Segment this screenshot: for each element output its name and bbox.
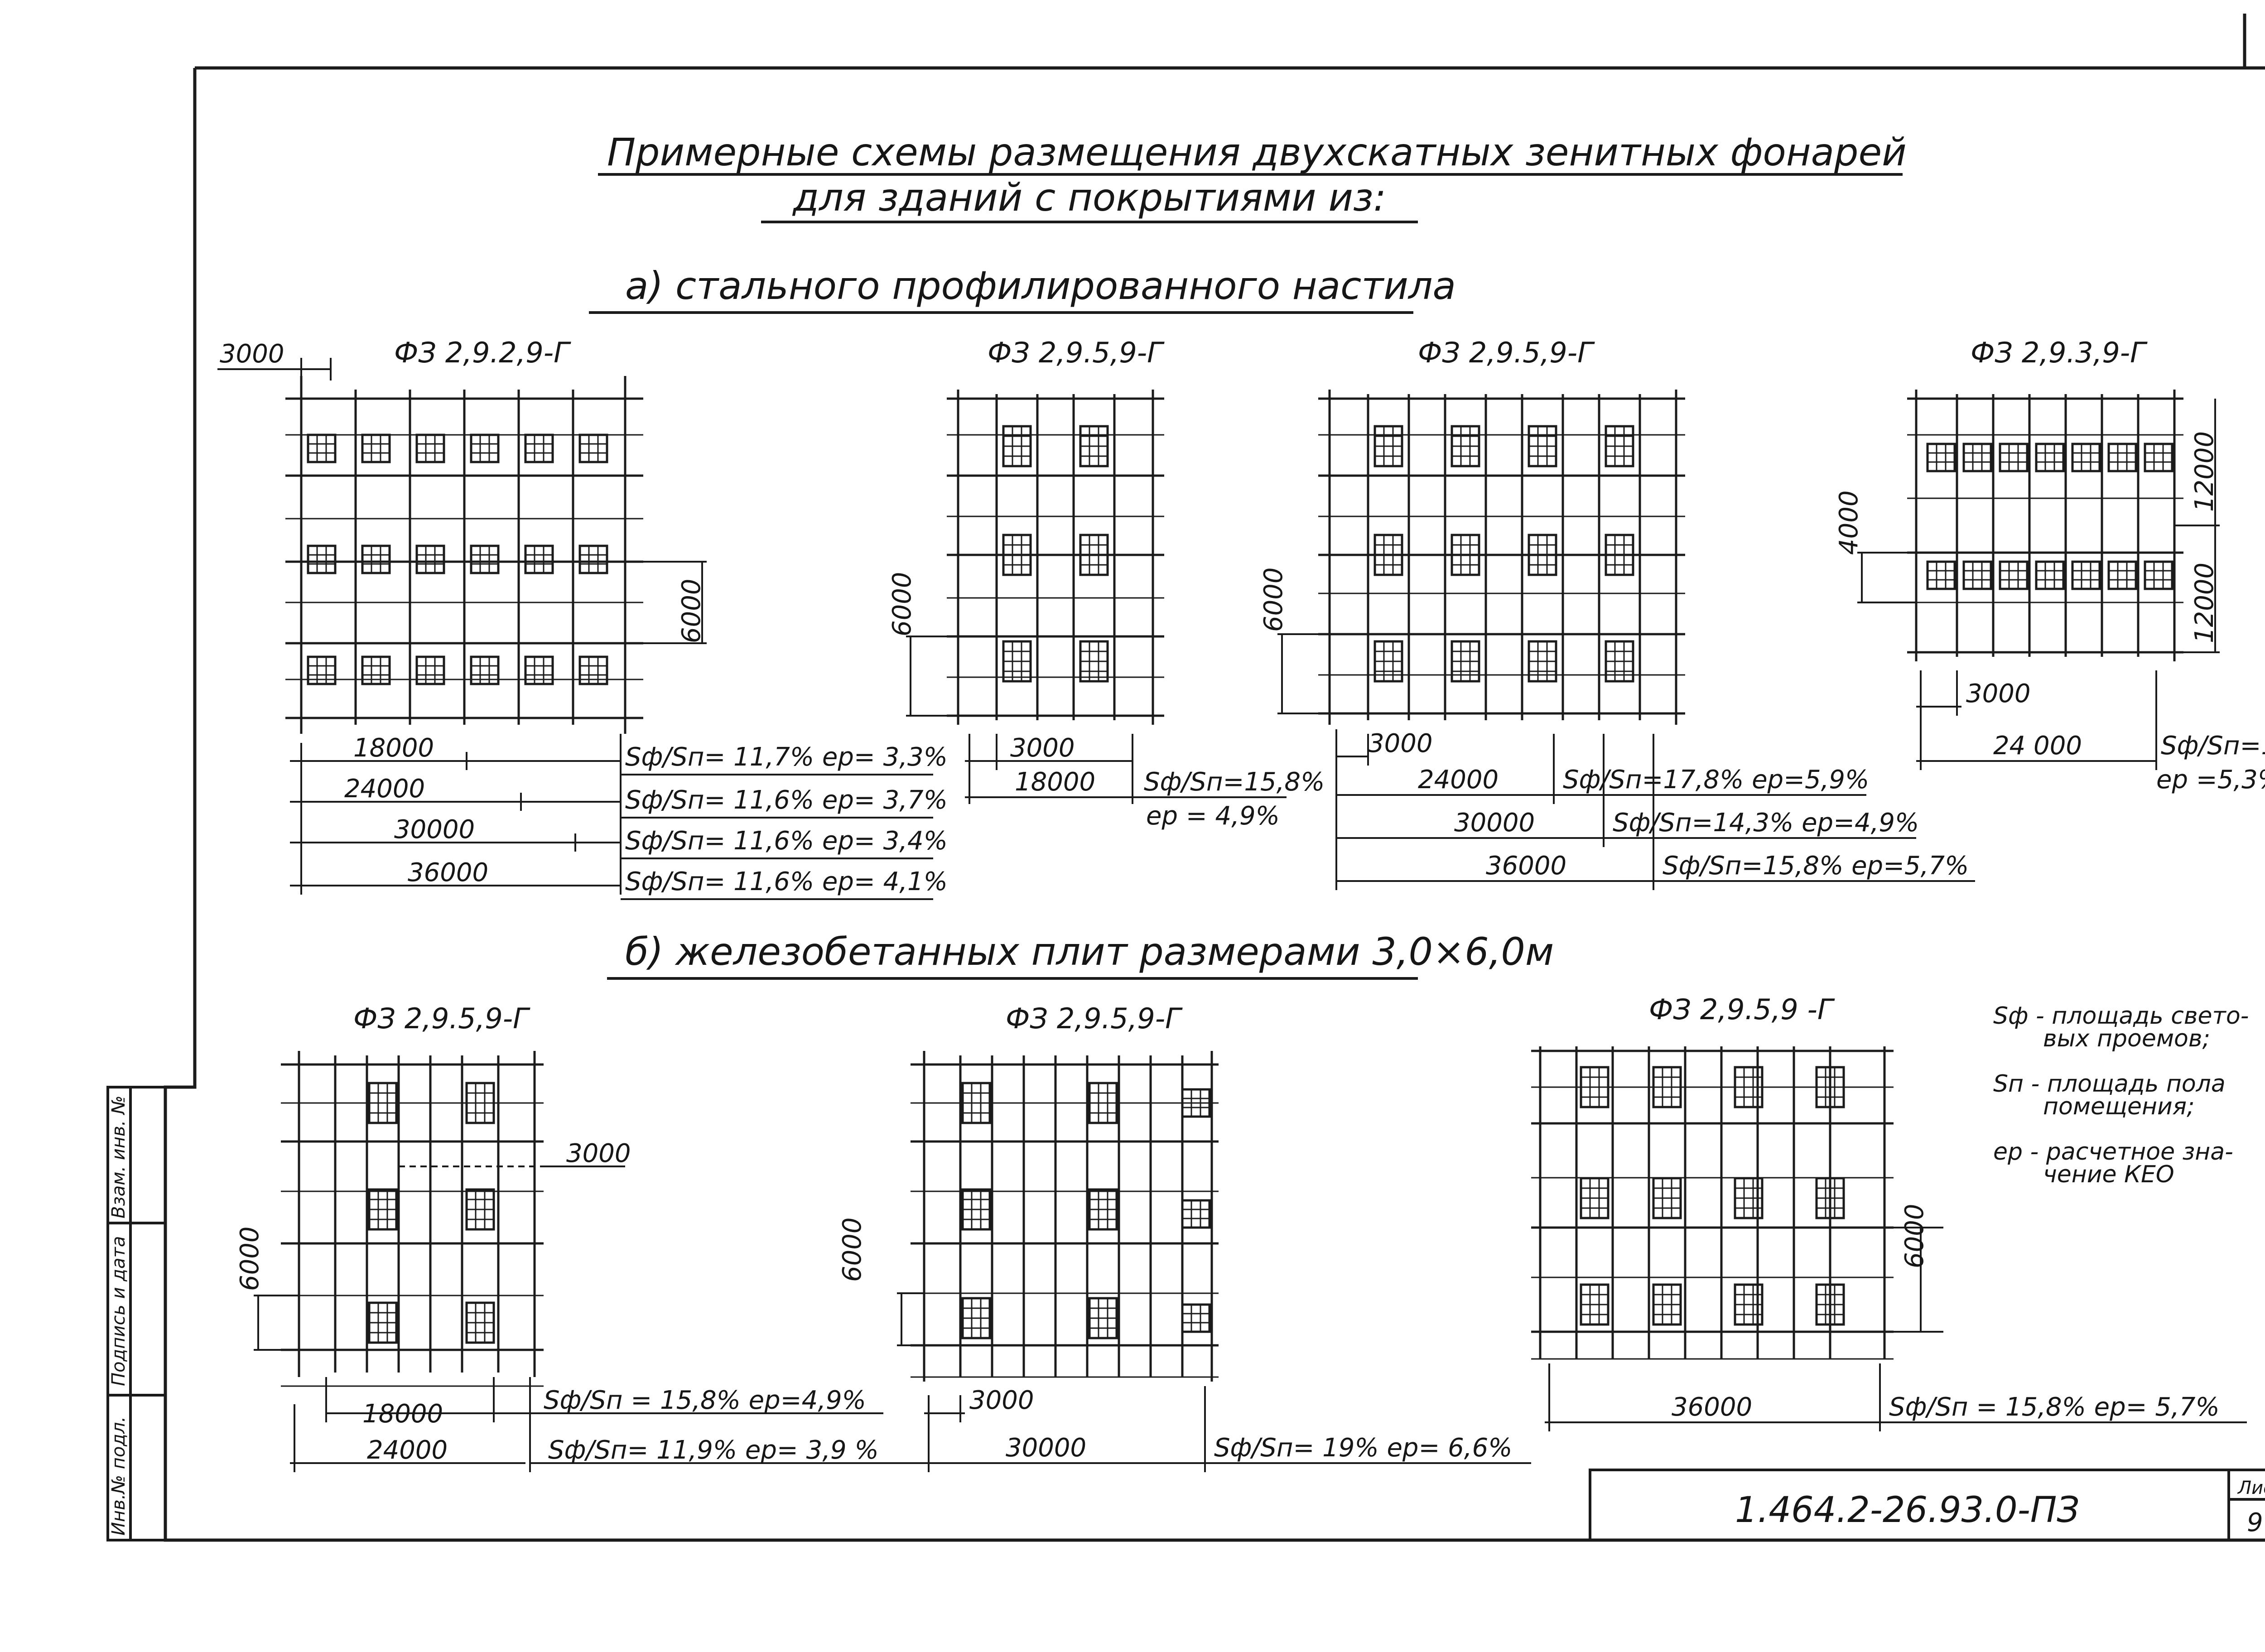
scheme-a1-result-2: Sф/Sп= 11,6% eр= 3,7%: [625, 785, 948, 815]
side-field-inv: Инв.№ подл.: [108, 1416, 129, 1536]
scheme-a4-dim-1: 3000: [1966, 679, 2031, 708]
scheme-a4-side-dim: 4000: [1834, 490, 1864, 555]
legend-sp-line2: помещения;: [2043, 1093, 2195, 1120]
scheme-b1-dim-1: 18000: [362, 1399, 443, 1429]
scheme-b1-dim-2: 24000: [367, 1435, 448, 1465]
sheet-number: 9: [2247, 1508, 2263, 1537]
scheme-b1-label: ФЗ 2,9.5,9-Г: [353, 1002, 530, 1035]
side-stamp: [106, 1086, 167, 1541]
main-title-line2: для зданий с покрытиями из:: [792, 175, 1386, 220]
main-title-line1: Примерные схемы размещения двухскатных з…: [607, 130, 1907, 174]
scheme-b1: [254, 1051, 942, 1472]
scheme-b3: [1531, 1046, 2247, 1431]
scheme-a3-result-2: Sф/Sп=14,3% eр=4,9%: [1613, 808, 1919, 838]
scheme-a3: [1277, 390, 1975, 890]
section-b-heading: б) железобетанных плит размерами 3,0×6,0…: [625, 930, 1554, 974]
scheme-a3-dim-3: 30000: [1454, 808, 1535, 838]
scheme-a3-side-dim: 6000: [1259, 567, 1288, 632]
scheme-b2-label: ФЗ 2,9.5,9-Г: [1006, 1002, 1183, 1035]
scheme-a2-result-2: eр = 4,9%: [1146, 801, 1280, 831]
scheme-a1: [217, 358, 933, 900]
scheme-a2-label: ФЗ 2,9.5,9-Г: [988, 336, 1165, 369]
scheme-a3-dim-2: 24000: [1418, 765, 1499, 795]
scheme-a2-result-1: Sф/Sп=15,8%: [1144, 767, 1325, 797]
scheme-a1-label: ФЗ 2,9.2,9-Г: [394, 336, 571, 369]
scheme-a4-right-dim-1: 12000: [2190, 431, 2219, 512]
scheme-a3-result-3: Sф/Sп=15,8% eр=5,7%: [1663, 851, 1969, 881]
scheme-a1-top-dim: 3000: [220, 339, 284, 369]
scheme-b1-inner-dim: 3000: [566, 1139, 631, 1168]
scheme-a3-result-1: Sф/Sп=17,8% eр=5,9%: [1563, 765, 1869, 795]
document-code: 1.464.2-26.93.0-ПЗ: [1735, 1490, 2079, 1531]
side-field-sign: Подпись и дата: [108, 1236, 129, 1386]
scheme-b1-side-dim: 6000: [235, 1226, 265, 1291]
legend-sf-line1: Sф - площадь свето-: [1993, 1002, 2249, 1030]
scheme-a2-side-dim: 6000: [887, 572, 917, 636]
scheme-b3-dim-1: 36000: [1672, 1392, 1752, 1422]
legend-ep-line2: чение КЕО: [2043, 1161, 2174, 1188]
scheme-a1-dim-1: 18000: [353, 733, 434, 763]
scheme-b2-dim-2: 30000: [1006, 1433, 1086, 1463]
scheme-a2: [906, 390, 1287, 804]
scheme-a1-dim-3: 30000: [394, 815, 475, 844]
scheme-a3-dim-4: 36000: [1486, 851, 1566, 881]
scheme-a1-result-4: Sф/Sп= 11,6% eр= 4,1%: [625, 867, 948, 896]
scheme-a4: [1857, 390, 2220, 770]
sheet-label: Лист: [2237, 1478, 2265, 1498]
scheme-a2-dim-1: 3000: [1010, 733, 1075, 763]
scheme-a2-dim-2: 18000: [1015, 767, 1095, 797]
scheme-b3-label: ФЗ 2,9.5,9 -Г: [1649, 993, 1835, 1026]
scheme-a4-result-2: eр =5,3%: [2156, 765, 2265, 795]
scheme-b2: [897, 1051, 1531, 1472]
scheme-b3-side-dim: 6000: [1900, 1204, 1929, 1268]
legend-sp-line1: Sп - площадь пола: [1993, 1070, 2226, 1098]
scheme-b3-result: Sф/Sп = 15,8% eр= 5,7%: [1889, 1392, 2220, 1422]
scheme-a1-result-3: Sф/Sп= 11,6% eр= 3,4%: [625, 826, 948, 856]
legend-ep-line1: ер - расчетное зна-: [1993, 1138, 2233, 1166]
scheme-a3-dim-1: 3000: [1368, 729, 1433, 758]
title-block: [1589, 1469, 2265, 1541]
legend-sf-line2: вых проемов;: [2043, 1025, 2210, 1052]
scheme-b1-result-2: Sф/Sп= 11,9% eр= 3,9 %: [548, 1435, 879, 1465]
scheme-b2-result: Sф/Sп= 19% eр= 6,6%: [1214, 1433, 1512, 1463]
scheme-a1-side-dim: 6000: [677, 578, 706, 643]
scheme-a3-label: ФЗ 2,9.5,9-Г: [1418, 336, 1595, 369]
scheme-b2-dim-1: 3000: [969, 1386, 1034, 1415]
side-field-vzam: Взам. инв. №: [108, 1095, 129, 1219]
scheme-b1-result-1: Sф/Sп = 15,8% eр=4,9%: [544, 1386, 866, 1415]
scheme-b2-side-dim: 6000: [838, 1217, 867, 1282]
scheme-a4-label: ФЗ 2,9.3,9-Г: [1971, 336, 2148, 369]
section-a-heading: а) стального профилированного настила: [625, 264, 1456, 308]
scheme-a4-right-dim-2: 12000: [2190, 563, 2219, 643]
scheme-a1-result-1: Sф/Sп= 11,7% eр= 3,3%: [625, 742, 948, 772]
scheme-a1-dim-2: 24000: [344, 774, 425, 804]
scheme-a4-dim-2: 24 000: [1993, 731, 2082, 761]
scheme-a4-result-1: Sф/Sп=15,7%: [2161, 731, 2265, 761]
legend: Sф - площадь свето- вых проемов; Sп - пл…: [1993, 1002, 2249, 1188]
scheme-a1-dim-4: 36000: [408, 858, 488, 887]
